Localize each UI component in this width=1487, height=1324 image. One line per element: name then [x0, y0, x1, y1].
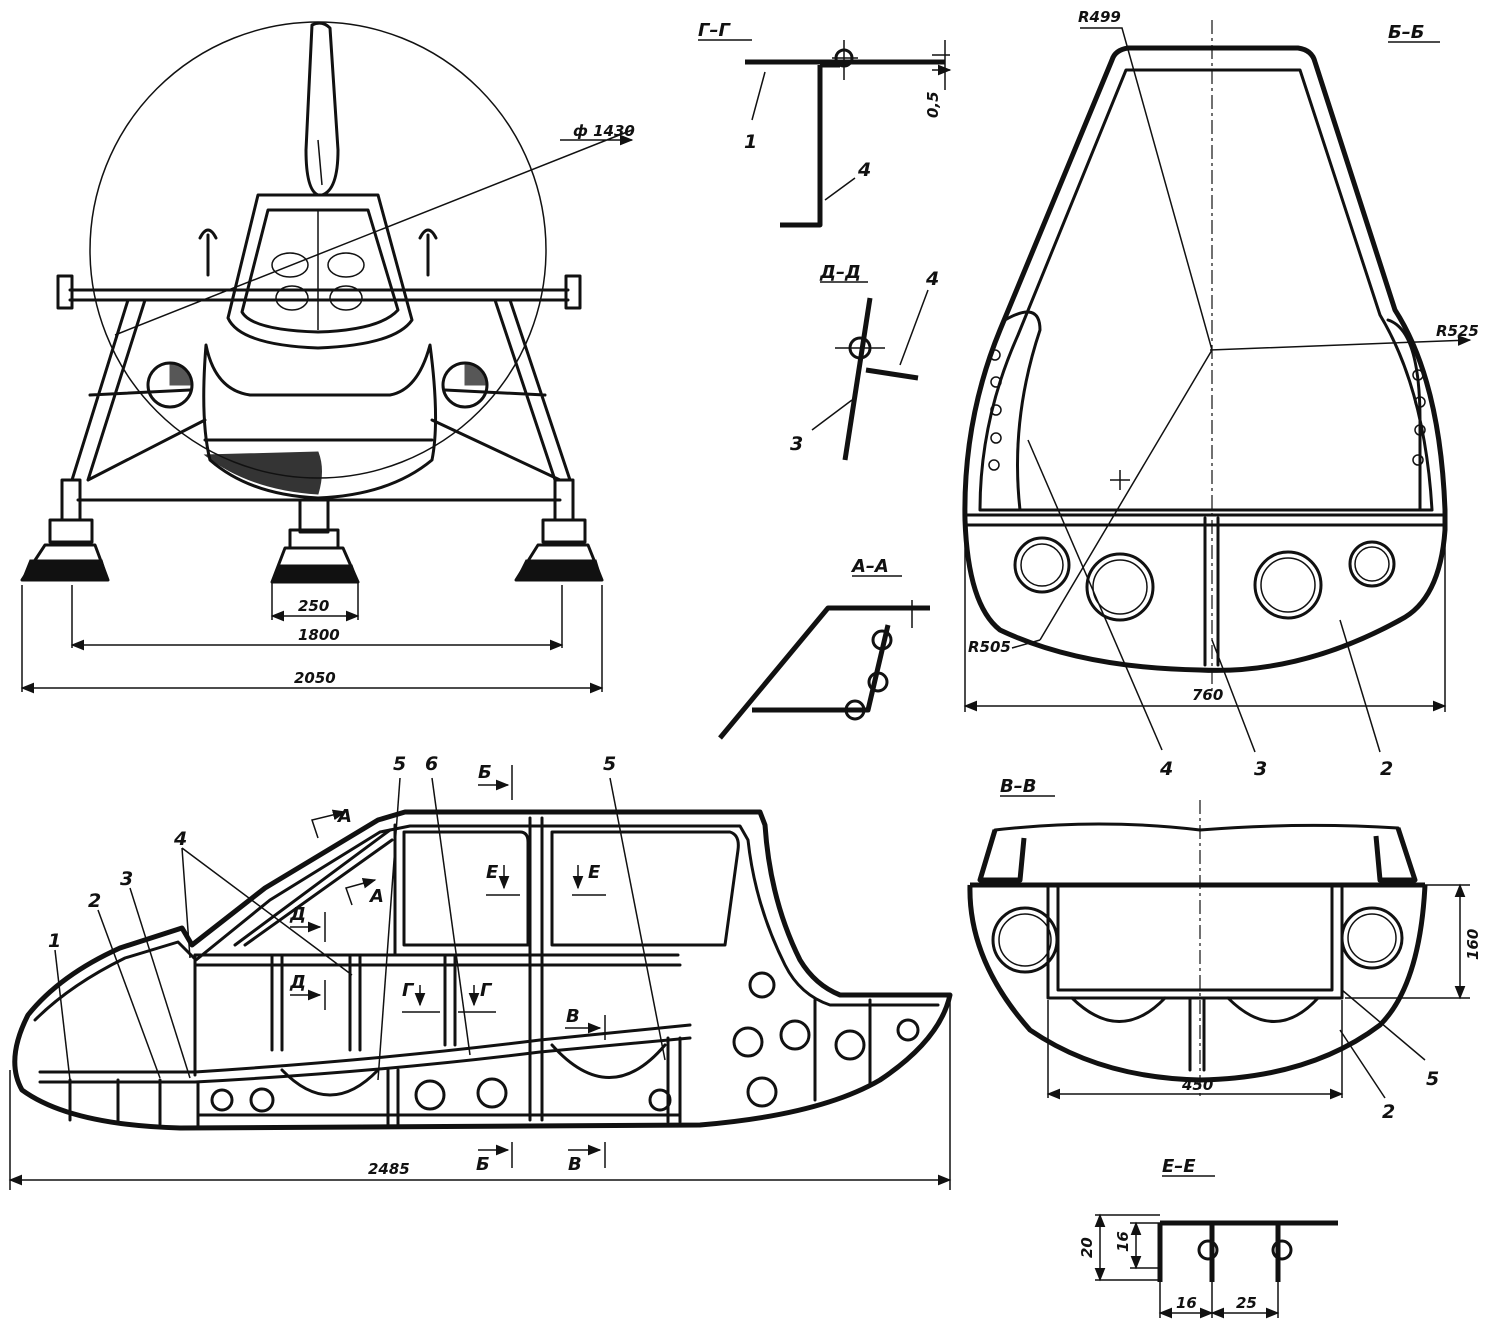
side-window-2 [550, 830, 740, 947]
right-skid [514, 478, 604, 582]
g-g-callout-1: 1 [744, 131, 757, 153]
v-v-dim-450: 450 [1181, 1076, 1213, 1094]
cut-mark-b-top: Б [478, 762, 492, 783]
cut-mark-v-upper: В [566, 1006, 580, 1027]
section-a-a: А–А [718, 556, 930, 740]
cut-mark-d-upper: Д [289, 904, 306, 925]
d-d-callout-4: 4 [925, 268, 939, 290]
side-window-1 [402, 830, 530, 947]
e-e-dim-25: 25 [1236, 1294, 1257, 1312]
cut-mark-v-bottom: В [568, 1154, 582, 1175]
b-b-dim-760: 760 [1192, 686, 1223, 704]
cut-mark-d-lower: Д [289, 972, 306, 993]
rotor-blade [304, 21, 340, 197]
b-b-callout-4: 4 [1159, 758, 1173, 780]
b-b-callout-3: 3 [1254, 758, 1267, 780]
side-callout-2: 2 [88, 890, 101, 912]
section-title-d-d: Д–Д [819, 262, 861, 283]
section-v-v: В–В 160 450 5 2 [967, 776, 1482, 1123]
section-b-b: Б–Б R499 R525 R505 760 4 3 2 [962, 8, 1479, 780]
side-length-dim: 2485 [368, 1160, 410, 1178]
b-b-callout-2: 2 [1380, 758, 1393, 780]
side-view: 5 6 5 4 3 2 1 Б А А Е Е Д Д Г Г В Б [8, 753, 953, 1190]
section-title-g-g: Г–Г [698, 20, 731, 41]
section-d-d: Д–Д 4 3 [790, 262, 939, 461]
diameter-label: ф 1430 [573, 122, 635, 140]
cut-mark-g-left: Г [402, 980, 415, 1001]
e-e-dim-20: 20 [1078, 1237, 1096, 1258]
g-g-dim: 0,5 [924, 91, 942, 118]
side-callout-5-left: 5 [393, 753, 406, 775]
section-g-g: Г–Г 0,5 1 4 [698, 20, 950, 228]
side-callout-4: 4 [173, 828, 187, 850]
section-title-a-a: А–А [850, 556, 889, 577]
e-e-dim-16-horizontal: 16 [1176, 1294, 1197, 1312]
cut-mark-g-right: Г [480, 980, 493, 1001]
v-v-hull [967, 884, 1428, 1083]
side-callout-1: 1 [48, 930, 61, 952]
section-e-e: Е–Е 20 16 16 25 [1078, 1156, 1338, 1319]
dim-250: 250 [298, 597, 329, 615]
fuselage-front [202, 343, 438, 500]
cut-mark-b-bottom: Б [476, 1154, 490, 1175]
side-callout-5-right: 5 [603, 753, 616, 775]
v-v-callout-2: 2 [1382, 1101, 1395, 1123]
d-d-callout-3: 3 [790, 433, 803, 455]
side-callout-6: 6 [425, 753, 438, 775]
left-skid [20, 478, 110, 582]
section-title-v-v: В–В [1000, 776, 1036, 797]
radius-r499: R499 [1078, 8, 1121, 26]
side-hull-outline [12, 809, 953, 1131]
radius-r505: R505 [968, 638, 1011, 656]
front-view: ф 1430 250 1800 2050 [20, 21, 635, 694]
radius-r525: R525 [1436, 322, 1479, 340]
g-g-callout-4: 4 [857, 159, 871, 181]
center-skid [270, 498, 360, 584]
dim-1800: 1800 [298, 626, 340, 644]
cut-mark-e-right: Е [588, 862, 601, 883]
b-b-outer-shell [962, 45, 1448, 673]
section-title-e-e: Е–Е [1162, 1156, 1196, 1177]
canopy [226, 193, 414, 350]
v-v-callout-5: 5 [1426, 1068, 1439, 1090]
cut-mark-a-upper: А [336, 806, 352, 827]
v-v-dim-160: 160 [1464, 929, 1482, 960]
cut-mark-a-lower: А [368, 886, 384, 907]
cut-mark-e-left: Е [486, 862, 499, 883]
side-callout-3: 3 [120, 868, 133, 890]
e-e-dim-16-vertical: 16 [1114, 1231, 1132, 1252]
section-title-b-b: Б–Б [1388, 22, 1424, 43]
outrigger-bar [68, 288, 570, 302]
dim-2050: 2050 [294, 669, 336, 687]
